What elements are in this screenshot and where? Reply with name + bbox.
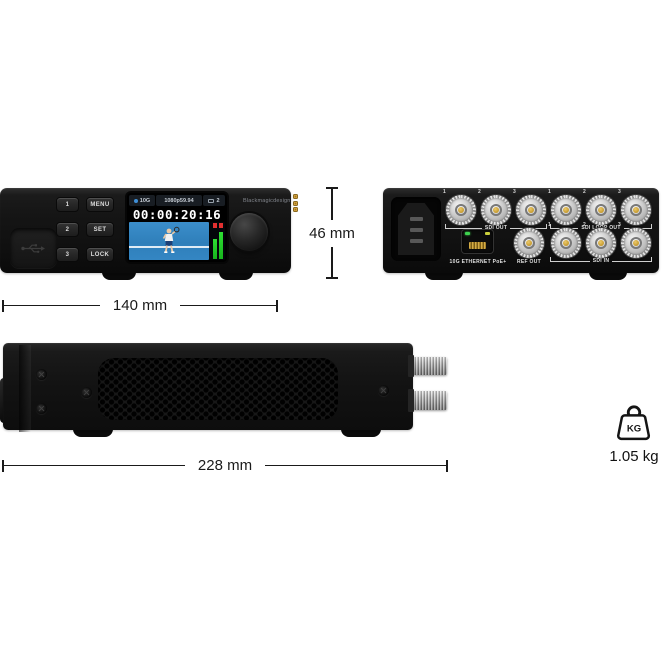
court-line: [129, 245, 209, 248]
dimension-depth-label: 228 mm: [197, 457, 253, 474]
port-number: 1: [548, 189, 551, 195]
timecode: 00:00:20:16: [132, 207, 222, 222]
dimension-height: 46 mm: [305, 187, 359, 279]
weight-icon: KG: [617, 405, 651, 441]
bnc-sdi-out-2: 2: [478, 189, 511, 225]
rubber-foot: [589, 272, 627, 280]
key-2: 2: [56, 222, 79, 237]
tennis-player: [162, 226, 180, 253]
bnc-sdi-out-3: 3: [513, 189, 546, 225]
dimension-front-width: 140 mm: [2, 297, 278, 314]
weight-badge: KG: [627, 424, 641, 435]
bnc-sdi-loop-out-3: 3: [618, 189, 651, 225]
rubber-foot: [341, 429, 381, 437]
weight-spec: KG 1.05 kg: [606, 402, 662, 465]
screw-icon: [36, 403, 47, 414]
bnc-ref-out: [514, 228, 544, 258]
bnc-side-bottom: [408, 389, 447, 412]
ethernet-pins: [469, 242, 486, 249]
rubber-foot: [102, 272, 136, 280]
brand-logo: Blackmagicdesign: [243, 194, 298, 212]
rubber-foot: [219, 272, 253, 280]
power-pin: [409, 228, 423, 232]
port-number: 3: [513, 189, 516, 195]
video-format-label: 1080p59.94: [164, 197, 194, 204]
meter-green-level: [213, 238, 217, 259]
ethernet-port: [462, 230, 493, 253]
sdi-out-label: SDI OUT: [484, 225, 508, 231]
brand-dots-icon: [292, 194, 298, 212]
bnc-sdi-in-3: 3: [618, 222, 651, 258]
side-view: [0, 341, 450, 438]
sdi-in-bracket: SDI IN: [550, 257, 652, 264]
weight-value: 1.05 kg: [609, 448, 659, 465]
screw-icon: [378, 385, 389, 396]
key-3: 3: [56, 247, 79, 262]
port-number: 2: [583, 189, 586, 195]
brand-wordmark: Blackmagicdesign: [243, 198, 291, 204]
input-indicator: 2: [203, 195, 225, 206]
port-number: 2: [478, 189, 481, 195]
audio-meter-left: [213, 223, 217, 259]
dimension-height-label: 46 mm: [309, 224, 355, 242]
link-status: 10G: [129, 195, 155, 206]
key-1: 1: [56, 197, 79, 212]
bnc-sdi-loop-out-1: 1: [548, 189, 581, 225]
dimension-depth: 228 mm: [2, 457, 448, 474]
port-number: 2: [583, 222, 586, 228]
rubber-foot: [73, 429, 113, 437]
sdi-in-label: SDI IN: [592, 258, 610, 264]
link-status-label: 10G: [139, 197, 151, 204]
key-set: SET: [86, 222, 114, 237]
link-status-icon: [133, 198, 138, 203]
usb-port: [10, 228, 57, 268]
video-format: 1080p59.94: [156, 195, 202, 206]
port-number: 3: [618, 222, 621, 228]
ref-out-label: REF OUT: [516, 259, 542, 265]
keypad: 1 MENU 2 SET 3 LOCK: [56, 197, 114, 262]
bnc-sdi-loop-out-2: 2: [583, 189, 616, 225]
key-menu: MENU: [86, 197, 114, 212]
ethernet-led-amber: [485, 232, 490, 235]
screw-icon: [81, 387, 92, 398]
port-number: 1: [443, 189, 446, 195]
meter-green-level: [219, 232, 223, 259]
bnc-sdi-in-2: 2: [583, 222, 616, 258]
audio-meters: [210, 222, 225, 260]
port-number: 1: [548, 222, 551, 228]
ethernet-led-green: [465, 232, 470, 235]
vent-grille: [98, 358, 338, 420]
power-pin: [409, 217, 423, 221]
iec-connector-icon: [398, 203, 434, 255]
control-knob: [230, 213, 268, 251]
front-chassis: 1 MENU 2 SET 3 LOCK 10G 1080p59.94 2: [0, 188, 298, 273]
audio-meter-right: [219, 223, 223, 259]
power-pin: [409, 239, 423, 243]
screw-icon: [36, 369, 47, 380]
power-inlet: [391, 197, 441, 261]
rear-view: 1 2 3 1 2 3 SDI OUT SDI LOOP OUT: [383, 188, 660, 285]
side-chassis: [3, 343, 413, 432]
meter-red-cap: [219, 223, 223, 228]
port-number: 3: [618, 189, 621, 195]
rubber-foot: [425, 272, 463, 280]
usb-icon: [20, 243, 45, 253]
dimension-front-width-label: 140 mm: [112, 297, 168, 314]
lcd-status-bar: 10G 1080p59.94 2: [129, 195, 225, 206]
front-panel-seam: [19, 345, 31, 432]
meter-red-cap: [213, 223, 217, 228]
ethernet-label: 10G ETHERNET PoE+: [449, 259, 507, 265]
video-preview: [129, 222, 209, 260]
input-icon: [208, 198, 215, 203]
lcd-screen: 10G 1080p59.94 2 00:00:20:16: [127, 193, 227, 262]
input-number: 2: [216, 197, 220, 204]
bnc-sdi-out-1: 1: [443, 189, 476, 225]
bnc-side-top: [408, 355, 447, 377]
front-view: 1 MENU 2 SET 3 LOCK 10G 1080p59.94 2: [0, 188, 298, 285]
rear-chassis: 1 2 3 1 2 3 SDI OUT SDI LOOP OUT: [383, 188, 659, 273]
bnc-sdi-in-1: 1: [548, 222, 581, 258]
key-lock: LOCK: [86, 247, 114, 262]
